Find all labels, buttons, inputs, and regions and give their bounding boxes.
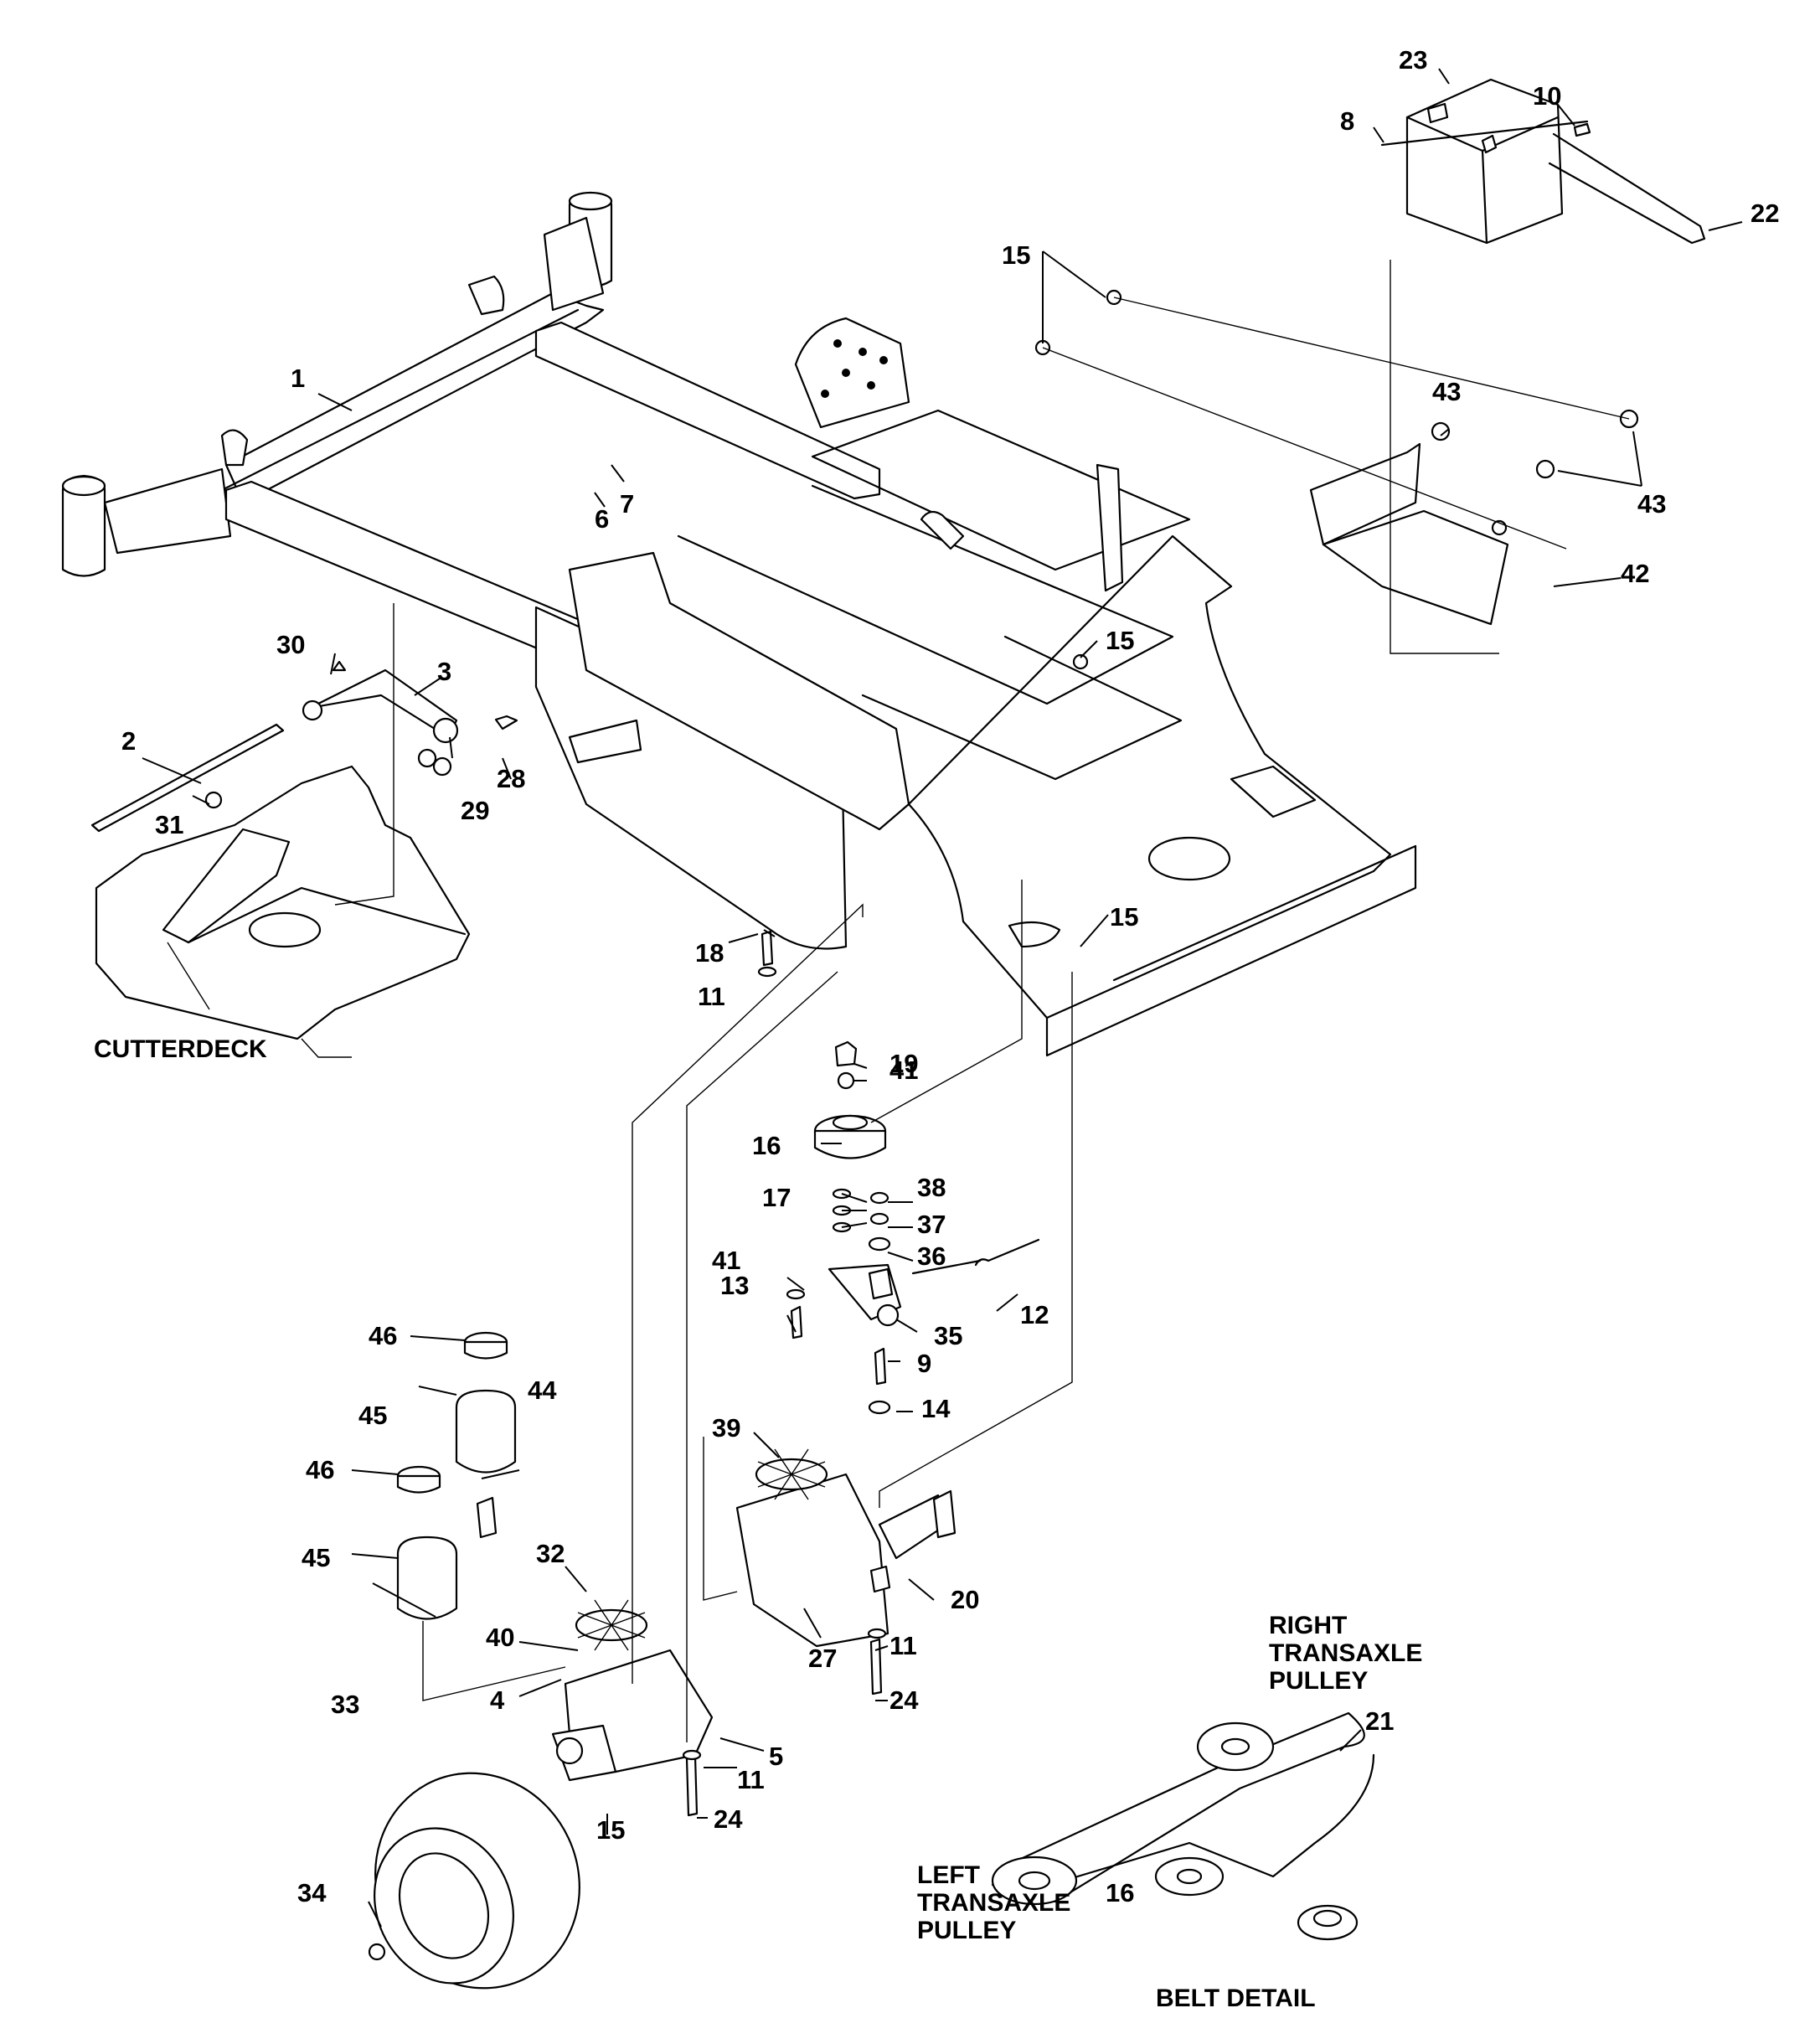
callout-15-mid: 15: [1106, 626, 1134, 655]
callout-23: 23: [1399, 45, 1427, 75]
callout-22: 22: [1751, 199, 1779, 228]
callout-4: 4: [490, 1685, 505, 1715]
reservoirs: [396, 1331, 517, 1620]
leader-lines: [142, 68, 1743, 1928]
callout-5: 5: [769, 1742, 783, 1771]
left-transaxle: [551, 1599, 714, 1782]
callout-21: 21: [1365, 1706, 1394, 1736]
callout-17: 17: [762, 1183, 791, 1212]
callout-24-left: 24: [714, 1804, 743, 1834]
belt-detail-caption: BELT DETAIL: [1156, 1985, 1316, 2012]
battery-area: [1034, 78, 1706, 670]
cutterdeck-caption: CUTTERDECK: [94, 1035, 267, 1063]
callout-38: 38: [917, 1173, 946, 1202]
callout-14: 14: [921, 1394, 951, 1423]
callout-41-left: 41: [712, 1246, 740, 1275]
right-pulley-caption-line1: RIGHT: [1269, 1612, 1347, 1639]
main-frame: [61, 191, 1417, 1057]
callout-40: 40: [486, 1623, 514, 1652]
callout-36: 36: [917, 1241, 946, 1271]
callout-2: 2: [121, 726, 136, 756]
callout-42: 42: [1621, 559, 1649, 588]
callout-31: 31: [155, 810, 183, 839]
right-transaxle: [735, 1448, 956, 1648]
callout-33: 33: [331, 1690, 359, 1719]
callout-34: 34: [297, 1878, 327, 1907]
callout-41-top: 41: [889, 1056, 918, 1085]
callout-15-top: 15: [1002, 240, 1030, 270]
callout-8: 8: [1340, 106, 1354, 136]
left-pulley-caption-line3: PULLEY: [917, 1917, 1016, 1944]
callout-19: 19: [889, 1049, 918, 1078]
right-pulley-caption-line3: PULLEY: [1269, 1667, 1368, 1695]
captions: CUTTERDECK RIGHT TRANSAXLE PULLEY LEFT T…: [94, 1035, 1422, 2012]
callout-39: 39: [712, 1413, 740, 1443]
callout-43-right: 43: [1637, 489, 1666, 519]
callout-24-right: 24: [889, 1685, 919, 1715]
callout-16-pulley: 16: [752, 1131, 781, 1160]
callout-27: 27: [808, 1644, 837, 1673]
idler-assembly: [786, 1040, 1040, 1415]
callout-11-left: 11: [737, 1765, 765, 1794]
callout-32: 32: [536, 1539, 565, 1568]
callout-11-right: 11: [889, 1631, 917, 1660]
callout-45-bottom: 45: [302, 1543, 330, 1572]
callout-7: 7: [620, 489, 634, 519]
callout-15-right: 15: [1110, 902, 1138, 932]
callout-46-top: 46: [369, 1321, 397, 1350]
callout-20: 20: [951, 1585, 979, 1614]
bolts: [682, 930, 887, 1817]
cutterdeck: [95, 765, 471, 1058]
callout-35: 35: [934, 1321, 962, 1350]
callout-16-belt: 16: [1106, 1878, 1134, 1907]
callout-29: 29: [461, 796, 489, 825]
routing-lines: [334, 603, 1073, 1742]
callout-46-bottom: 46: [306, 1455, 334, 1484]
callout-13: 13: [720, 1271, 749, 1300]
callout-12: 12: [1020, 1300, 1049, 1329]
callout-30: 30: [276, 630, 305, 659]
callout-15-bottom: 15: [596, 1815, 625, 1845]
callout-9: 9: [917, 1349, 931, 1378]
callout-6: 6: [595, 504, 609, 534]
left-pulley-caption-line1: LEFT: [917, 1861, 980, 1889]
callout-44: 44: [528, 1376, 557, 1405]
callout-28: 28: [497, 764, 525, 793]
callout-45-top: 45: [358, 1401, 387, 1430]
callout-3: 3: [437, 657, 451, 686]
callout-1: 1: [291, 364, 305, 393]
callout-11-top: 11: [698, 982, 725, 1011]
callout-18: 18: [695, 938, 724, 968]
callout-37: 37: [917, 1210, 946, 1239]
callout-labels: 1 2 3 4 5 6 7 8 9 10 11 11 11 12 13 14 1…: [121, 45, 1779, 1907]
wheel: [368, 1772, 580, 1990]
left-pulley-caption-line2: TRANSAXLE: [917, 1889, 1070, 1917]
right-pulley-caption-line2: TRANSAXLE: [1269, 1639, 1422, 1667]
callout-43-top: 43: [1432, 377, 1461, 406]
callout-10: 10: [1533, 81, 1561, 111]
